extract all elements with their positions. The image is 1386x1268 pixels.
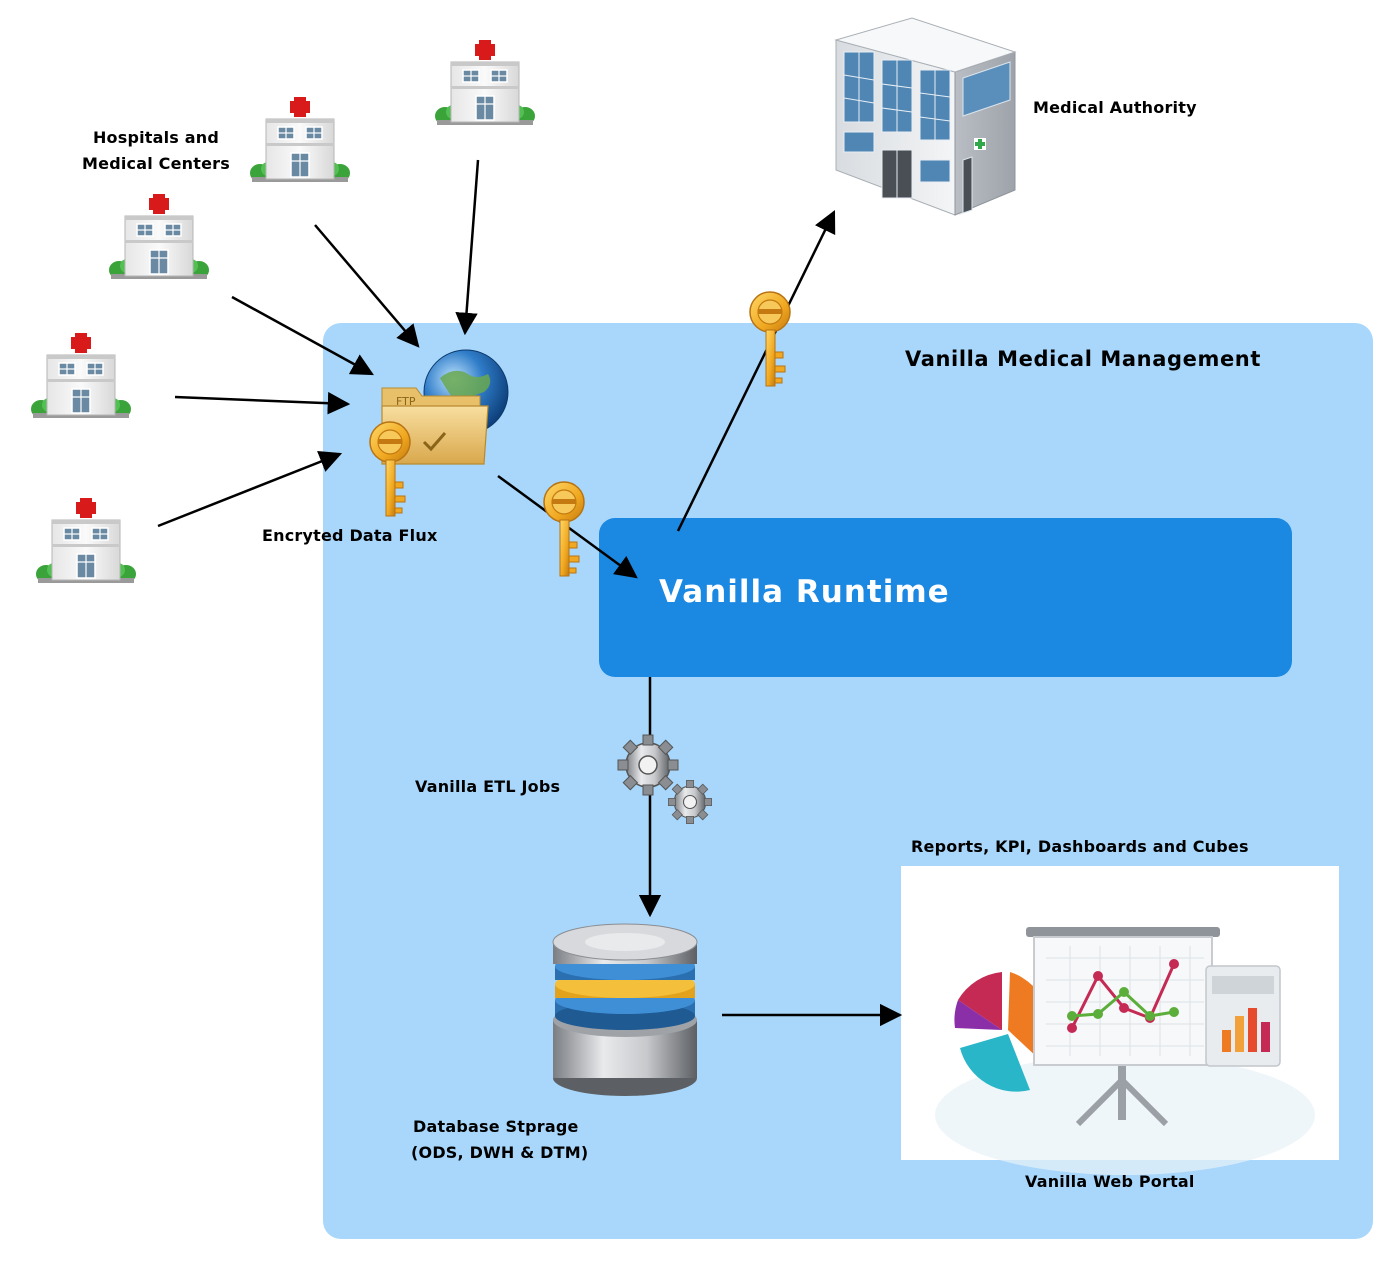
management-title: Vanilla Medical Management	[905, 347, 1261, 371]
hospital-icon	[35, 497, 137, 584]
presentation-chart-icon	[935, 927, 1315, 1175]
encrypted-flux-label: Encryted Data Flux	[262, 526, 438, 545]
medical-authority-label: Medical Authority	[1033, 98, 1197, 117]
vanilla-runtime-box: Vanilla Runtime	[599, 518, 1292, 677]
key-icon	[543, 481, 585, 577]
hospital-icon	[249, 96, 351, 183]
web-portal-label: Vanilla Web Portal	[1025, 1172, 1195, 1191]
office-building-icon	[834, 17, 1017, 216]
hospital-icon	[30, 332, 132, 419]
key-icon	[369, 421, 411, 517]
database-label-2: (ODS, DWH & DTM)	[411, 1143, 589, 1162]
etl-jobs-label: Vanilla ETL Jobs	[415, 777, 561, 796]
arrow-hospital-2	[314, 224, 420, 348]
arrow-runtime-to-authority	[676, 209, 836, 532]
gears-icon	[617, 734, 713, 825]
arrow-hospital-top	[455, 159, 480, 336]
hospital-icon	[108, 193, 210, 280]
database-icon	[552, 923, 698, 1096]
arrow-hospital-4	[174, 391, 351, 415]
ftp-label: FTP	[396, 395, 416, 408]
reports-label: Reports, KPI, Dashboards and Cubes	[911, 837, 1249, 856]
hospitals-label: Hospitals and Medical Centers	[82, 128, 230, 173]
arrow-hospital-5	[157, 450, 343, 528]
hospital-icon	[434, 39, 536, 126]
database-label-1: Database Stprage	[413, 1117, 579, 1136]
arrow-hospital-3	[231, 295, 374, 376]
runtime-title: Vanilla Runtime	[659, 574, 950, 610]
